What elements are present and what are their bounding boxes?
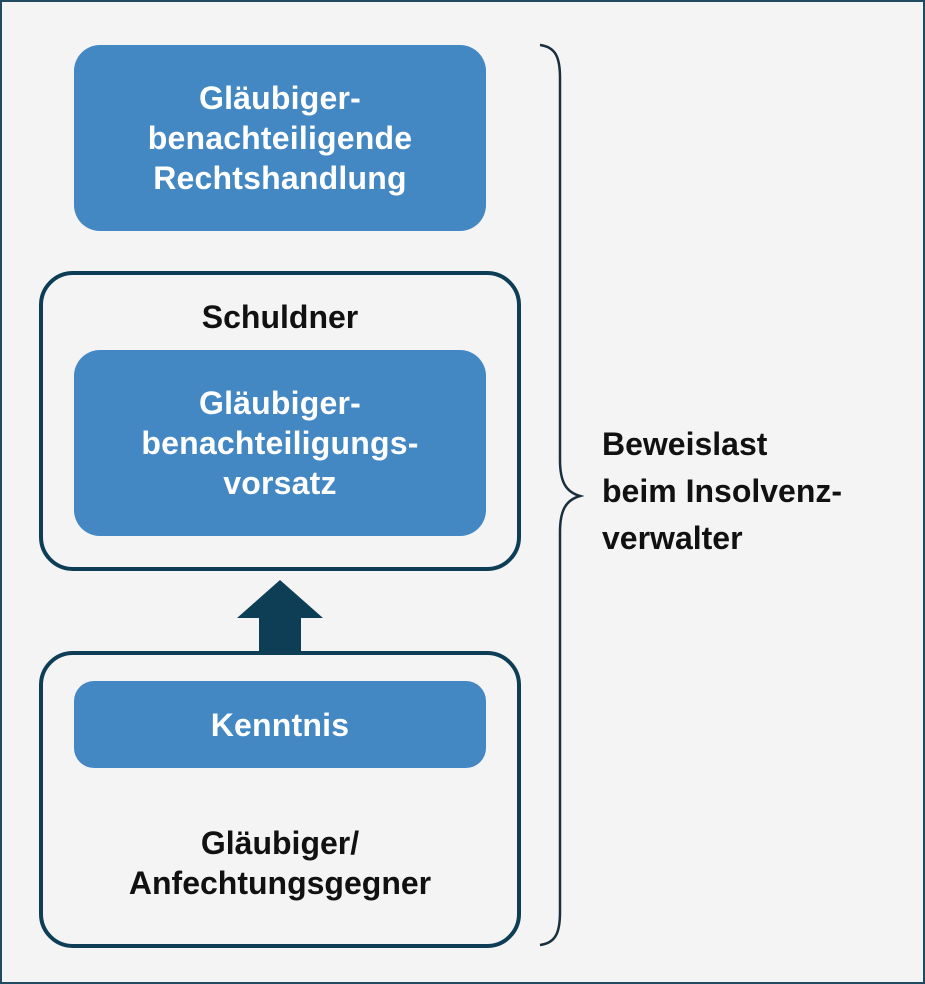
knowledge-label: Kenntnis — [210, 706, 350, 743]
creditor-group-title: Gläubiger/ Anfechtungsgegner — [128, 825, 432, 901]
debtor-group — [39, 271, 521, 571]
legal-act-box: Gläubiger- benachteiligende Rechtshandlu… — [74, 45, 486, 231]
right-curly-brace-icon — [539, 43, 585, 947]
legal-act-label: Gläubiger- benachteiligende Rechtshandlu… — [147, 80, 413, 196]
intent-box: Gläubiger- benachteiligungs- vorsatz — [74, 350, 486, 536]
knowledge-box: Kenntnis — [74, 681, 486, 768]
up-arrow-icon — [237, 580, 323, 654]
burden-of-proof-note: Beweislast beim Insolvenz- verwalter — [602, 426, 843, 556]
debtor-group-title: Schuldner — [201, 299, 359, 335]
intent-label: Gläubiger- benachteiligungs- vorsatz — [141, 385, 419, 501]
